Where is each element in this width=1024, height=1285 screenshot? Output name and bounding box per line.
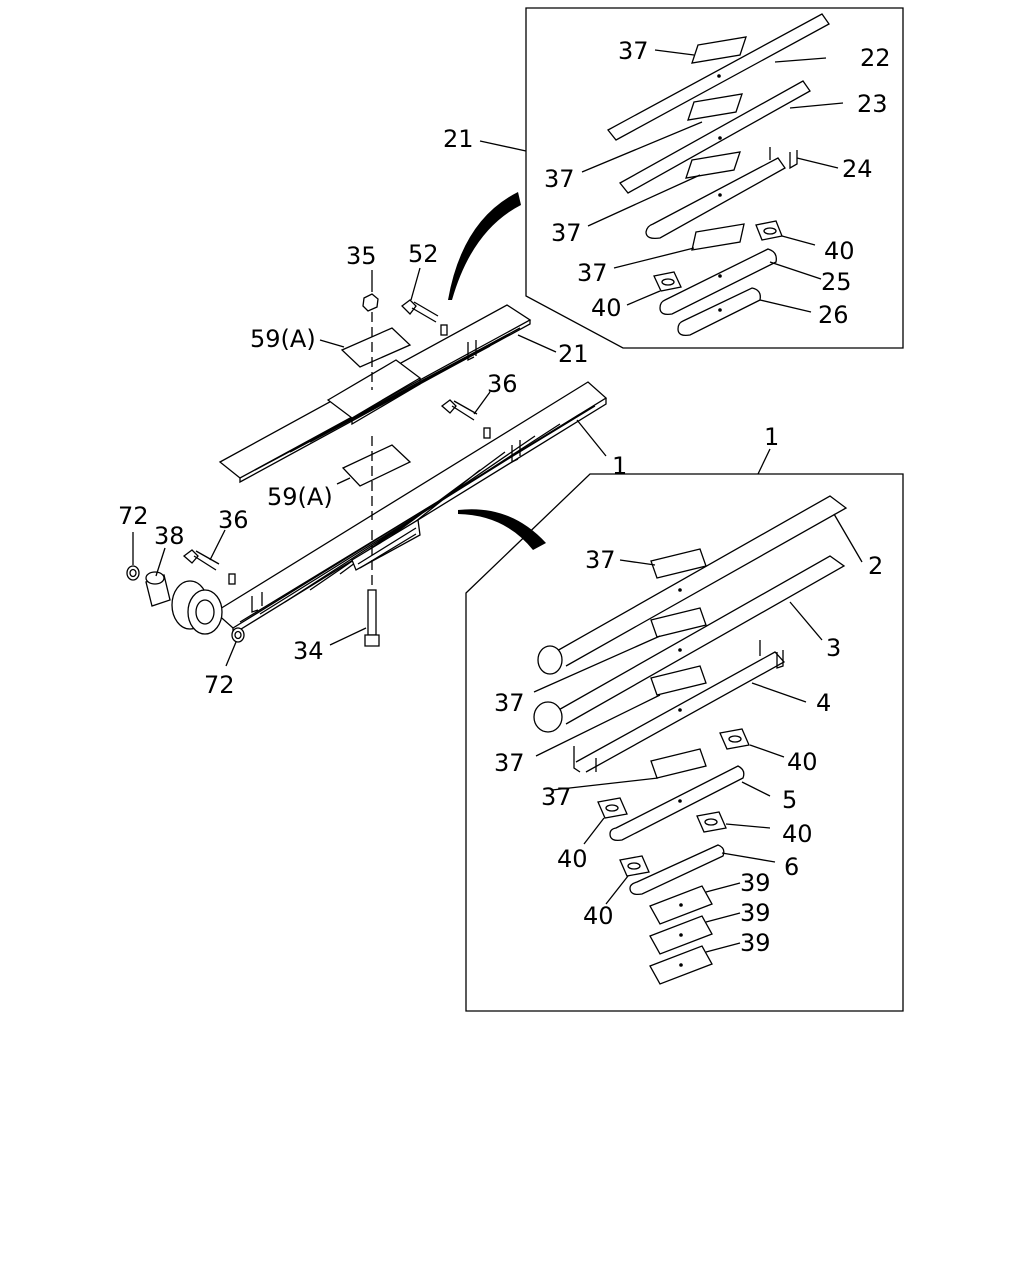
callout-36: 36 [487,370,518,398]
callout-40: 40 [824,237,855,265]
callout-37: 37 [577,259,608,287]
callout-37: 37 [585,546,616,574]
bushing-38 [145,571,171,607]
callout-37: 37 [541,783,572,811]
callout-21: 21 [558,340,589,368]
nut-35 [362,293,379,312]
callout-1-box: 1 [764,423,779,451]
detail-arrow-bottom [458,509,546,550]
leaf-26 [677,287,761,337]
callout-2: 2 [868,552,883,580]
callout-40: 40 [557,845,588,873]
detail-box-21 [479,7,904,349]
leaf-6 [629,844,725,896]
callout-40: 40 [787,748,818,776]
callout-23: 23 [857,90,888,118]
pad-59a-top [340,327,412,368]
callout-59a: 59(A) [250,325,316,353]
callout-labels: 37 22 23 21 37 24 37 40 37 25 40 26 35 5… [118,37,891,957]
bolt-52 [401,299,439,323]
callout-59a: 59(A) [267,483,333,511]
callout-35: 35 [346,242,377,270]
callout-34: 34 [293,637,324,665]
callout-5: 5 [782,786,797,814]
leaf-24 [645,157,786,240]
leaf-25 [659,248,777,316]
callout-37: 37 [544,165,575,193]
callout-40: 40 [782,820,813,848]
callout-36: 36 [218,506,249,534]
main-spring-21 [218,293,532,484]
callout-72: 72 [204,671,235,699]
callout-22: 22 [860,44,891,72]
callout-39: 39 [740,929,771,957]
callout-40: 40 [583,902,614,930]
leaf-4 [575,651,786,773]
leaf-23 [619,80,811,194]
callout-37: 37 [551,219,582,247]
callout-21-box: 21 [443,125,474,153]
bolt-36-lower [182,549,220,571]
callout-25: 25 [821,268,852,296]
callout-37: 37 [494,689,525,717]
callout-6: 6 [784,853,799,881]
callout-37: 37 [618,37,649,65]
bolt-36-upper [440,399,478,421]
main-leaders [132,267,607,667]
callout-52: 52 [408,240,439,268]
callout-39: 39 [740,899,771,927]
callout-24: 24 [842,155,873,183]
callout-26: 26 [818,301,849,329]
leaf-2 [547,495,848,667]
callout-37: 37 [494,749,525,777]
detail-arrow-top [448,192,521,300]
main-spring-1 [126,381,608,647]
callout-38: 38 [154,522,185,550]
center-bolt-34 [364,530,380,647]
callout-40: 40 [591,294,622,322]
leaf-3 [547,555,846,725]
callout-1: 1 [612,452,627,480]
callout-4: 4 [816,689,831,717]
detail-box-1 [465,448,904,1012]
callout-3: 3 [826,634,841,662]
callout-39: 39 [740,869,771,897]
callout-72: 72 [118,502,149,530]
pad-59a-bottom [341,444,412,487]
leaf-5 [609,765,745,842]
